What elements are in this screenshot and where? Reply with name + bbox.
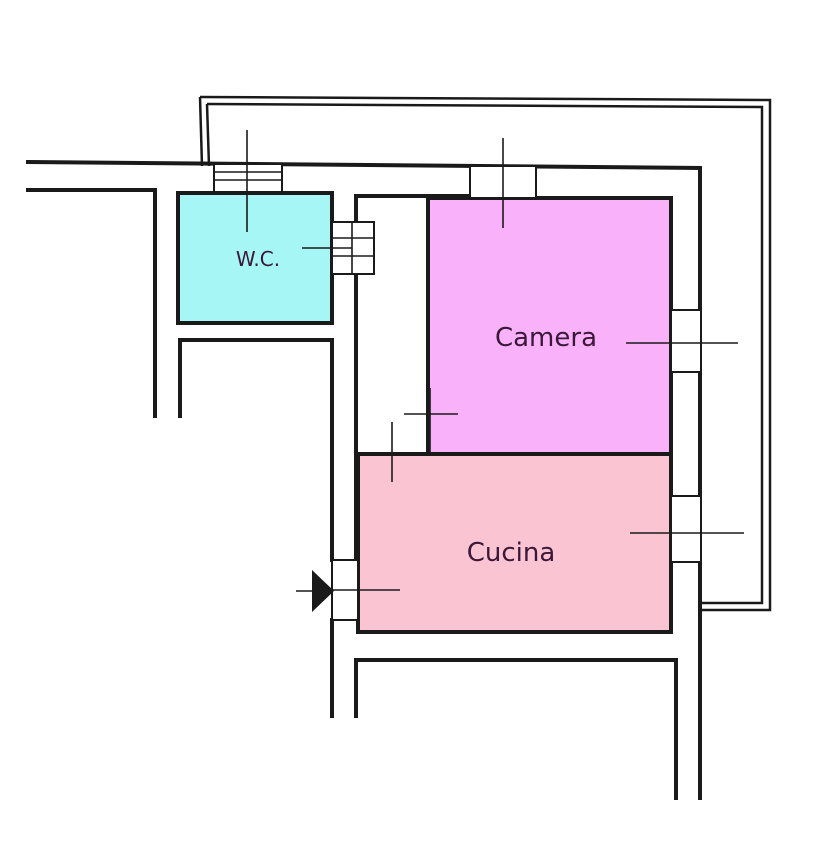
wc-label: W.C.: [236, 247, 280, 271]
wc-room[interactable]: [176, 191, 334, 325]
cucina-room[interactable]: [356, 452, 673, 634]
cucina-window-side: [670, 495, 702, 563]
camera-label: Camera: [495, 323, 597, 353]
wc-window: [213, 163, 283, 193]
walls: [25, 159, 703, 800]
windows: [213, 130, 744, 563]
terrace-outline: [198, 95, 772, 612]
entrance-arrow-icon: [296, 570, 334, 612]
camera-window-side: [670, 309, 702, 373]
doors: [302, 221, 458, 621]
cucina-label: Cucina: [467, 538, 556, 568]
